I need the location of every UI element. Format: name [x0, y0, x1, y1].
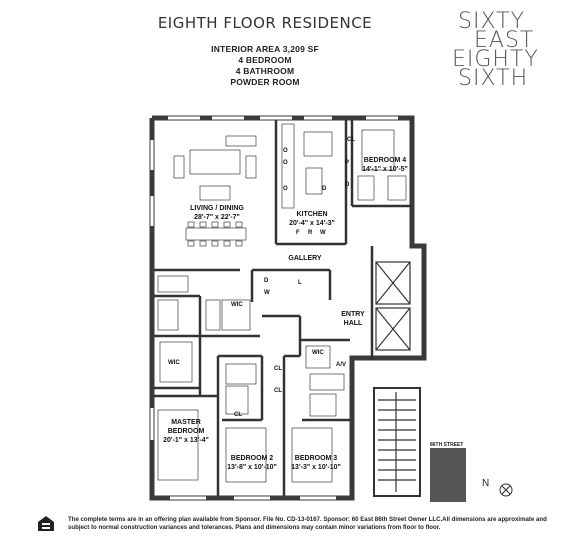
street-label: 86TH STREET	[430, 442, 464, 448]
legal-disclaimer: The complete terms are in an offering pl…	[68, 516, 547, 531]
room-dimensions: 20'-4" x 14'-3"	[289, 220, 335, 227]
compass-north-label: N	[482, 478, 490, 489]
page-title: EIGHTH FLOOR RESIDENCE	[157, 14, 373, 32]
powder-room: POWDER ROOM	[230, 77, 300, 87]
brand-line: EIGHTY	[452, 47, 539, 72]
closet-label: CL	[347, 137, 355, 143]
windows	[150, 116, 398, 500]
pantry-label: P	[345, 160, 350, 166]
walk-in-closet-label: WIC	[168, 360, 180, 366]
bathroom-count: 4 BATHROOM	[235, 66, 295, 76]
entry-hall-label: ENTRY HALL	[341, 311, 365, 327]
interior-walls	[154, 120, 412, 496]
brand-logo: SIXTY EAST EIGHTY SIXTH	[452, 9, 572, 91]
bedroom-2-label: BEDROOM 2 13'-8" x 10'-10"	[220, 454, 284, 472]
room-dimensions: 20'-1" x 13'-4"	[163, 437, 209, 444]
compass-icon	[499, 483, 513, 497]
dishwasher-label: D	[322, 186, 327, 192]
room-name: KITCHEN	[296, 211, 328, 218]
equal-housing-icon	[38, 516, 54, 531]
room-dimensions: 28'-7" x 22'-7"	[194, 214, 240, 221]
av-closet-label: A/V	[336, 362, 347, 368]
room-name: MASTER BEDROOM	[167, 419, 205, 435]
bedroom-count: 4 BEDROOM	[238, 55, 292, 65]
room-name: BEDROOM 3	[294, 455, 338, 462]
room-dimensions: 13'-3" x 10'-10"	[291, 464, 341, 471]
room-name: LIVING / DINING	[190, 205, 244, 212]
closet-label: CL	[274, 366, 282, 372]
refrigerator-label: R	[308, 230, 313, 236]
bedroom-3-label: BEDROOM 3 13'-3" x 10'-10"	[284, 454, 348, 472]
master-bedroom-label: MASTER BEDROOM 20'-1" x 13'-4"	[156, 418, 216, 445]
room-name: BEDROOM 2	[230, 455, 274, 462]
oven-label: O	[283, 160, 288, 166]
room-name: BEDROOM 4	[363, 157, 407, 164]
living-dining-label: LIVING / DINING 28'-7" x 22'-7"	[172, 204, 262, 222]
oven-label: O	[283, 148, 288, 154]
kitchen-label: KITCHEN 20'-4" x 14'-3"	[280, 210, 344, 228]
gallery-label: GALLERY	[288, 255, 322, 262]
street-block	[430, 448, 466, 502]
exterior-wall	[149, 115, 427, 501]
brand-line: SIXTY	[458, 9, 526, 34]
linen-label: L	[298, 280, 302, 286]
bedroom-4-label: BEDROOM 4 14'-1" x 10'-5"	[352, 156, 418, 174]
room-dimensions: 14'-1" x 10'-5"	[362, 166, 408, 173]
dryer-label: D	[345, 182, 350, 188]
freezer-label: F	[296, 230, 300, 236]
elevator-core	[373, 261, 421, 497]
oven-label: O	[283, 186, 288, 192]
furniture	[157, 123, 407, 483]
interior-area: INTERIOR AREA 3,209 SF	[211, 44, 319, 54]
wine-label: W	[320, 230, 326, 236]
walk-in-closet-label: WIC	[231, 302, 243, 308]
room-dimensions: 13'-8" x 10'-10"	[227, 464, 277, 471]
dryer-label: D	[264, 278, 269, 284]
closet-label: CL	[234, 412, 242, 418]
brand-line: SIXTH	[458, 66, 529, 91]
walk-in-closet-label: WIC	[312, 350, 324, 356]
closet-label: CL	[274, 388, 282, 394]
washer-label: W	[264, 290, 270, 296]
brand-line: EAST	[474, 28, 535, 53]
